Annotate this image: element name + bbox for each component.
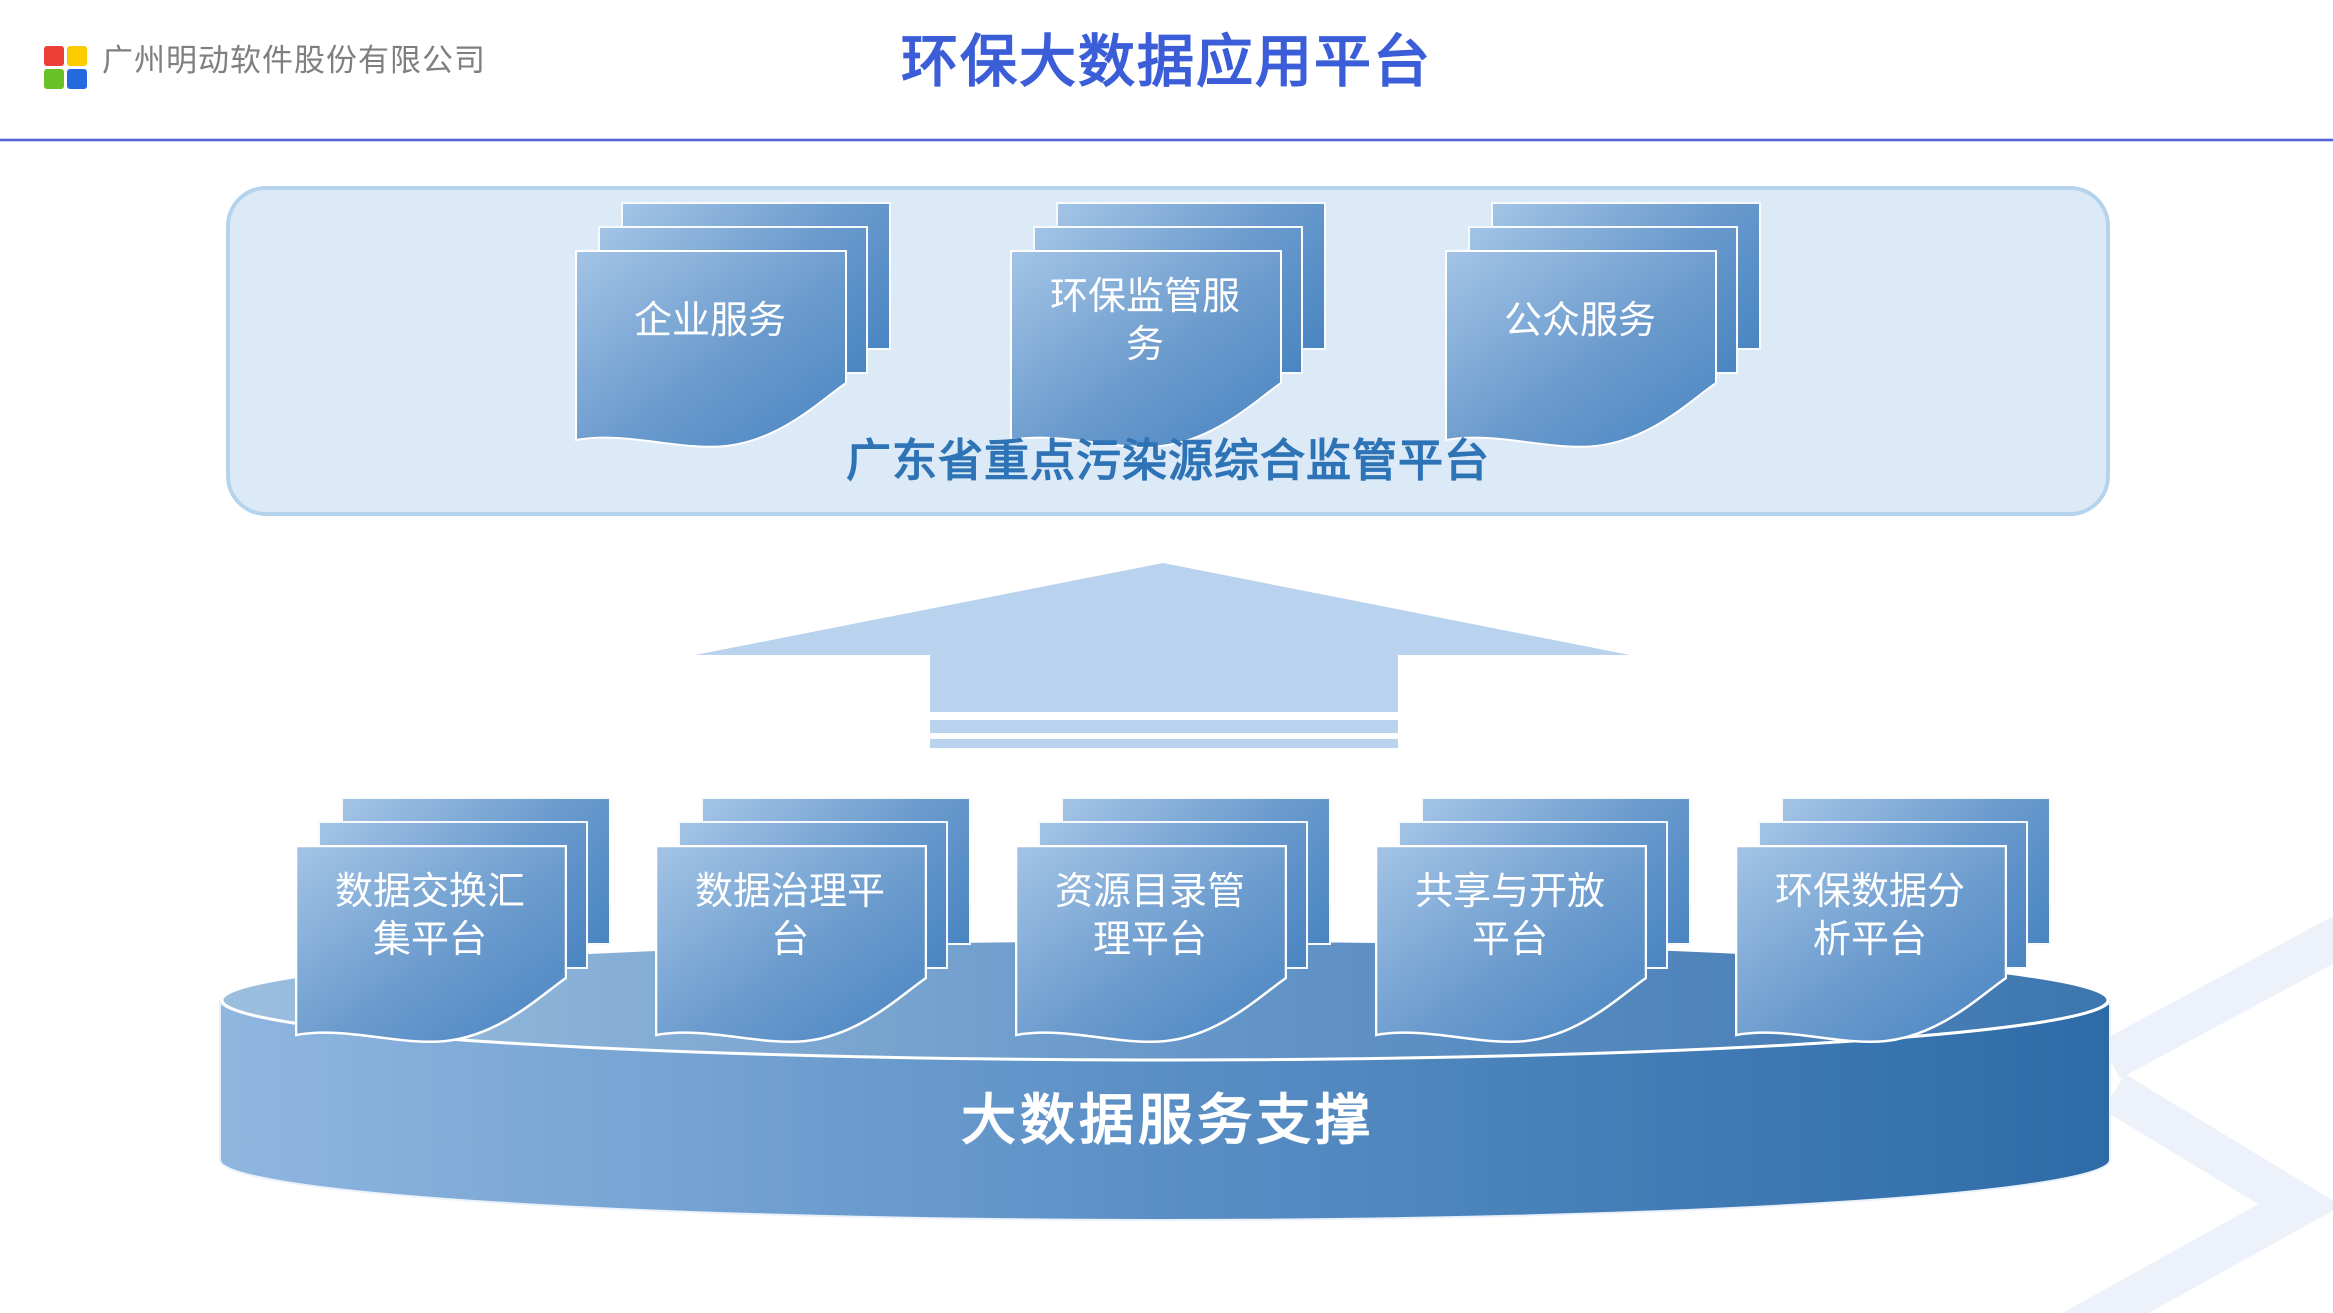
platform-stack-analysis: 环保数据分析平台 <box>1735 797 2051 1043</box>
cube-watermark-icon <box>2062 916 2333 1313</box>
stack-label: 环保监管服务 <box>1049 276 1240 366</box>
logo-square-blue-icon <box>67 69 87 89</box>
stack-front-page <box>1010 250 1282 448</box>
company-name: 广州明动软件股份有限公司 <box>102 43 486 78</box>
logo-square-green-icon <box>44 69 64 89</box>
stack-front-page <box>655 845 927 1043</box>
stack-front-page <box>575 250 847 448</box>
service-stack-enterprise: 企业服务 <box>575 202 891 448</box>
platform-stack-catalog: 资源目录管理平台 <box>1015 797 1331 1043</box>
slide-title: 环保大数据应用平台 <box>901 30 1432 94</box>
stack-label: 数据交换汇集平台 <box>334 871 525 961</box>
stack-label: 共享与开放平台 <box>1414 871 1605 961</box>
header-divider <box>0 139 2333 141</box>
company-logo-icon <box>44 46 87 89</box>
up-arrow-icon <box>695 563 1630 748</box>
platform-stack-exchange: 数据交换汇集平台 <box>295 797 611 1043</box>
service-stack-supervision: 环保监管服务 <box>1010 202 1326 448</box>
stack-front-page <box>295 845 567 1043</box>
logo-square-red-icon <box>44 46 64 66</box>
supervision-platform-caption: 广东省重点污染源综合监管平台 <box>845 435 1490 486</box>
stack-front-page <box>1015 845 1287 1043</box>
service-stack-public: 公众服务 <box>1445 202 1761 448</box>
stack-label: 数据治理平台 <box>694 871 885 961</box>
stack-label: 公众服务 <box>1503 300 1656 342</box>
stack-front-page <box>1375 845 1647 1043</box>
stack-label: 资源目录管理平台 <box>1054 871 1245 961</box>
platform-stack-governance: 数据治理平台 <box>655 797 971 1043</box>
logo-square-yellow-icon <box>67 46 87 66</box>
platform-label: 大数据服务支撑 <box>960 1089 1374 1151</box>
stack-front-page <box>1445 250 1717 448</box>
stack-front-page <box>1735 845 2007 1043</box>
stack-label: 企业服务 <box>633 300 786 342</box>
platform-stack-sharing: 共享与开放平台 <box>1375 797 1691 1043</box>
stack-label: 环保数据分析平台 <box>1774 871 1965 961</box>
